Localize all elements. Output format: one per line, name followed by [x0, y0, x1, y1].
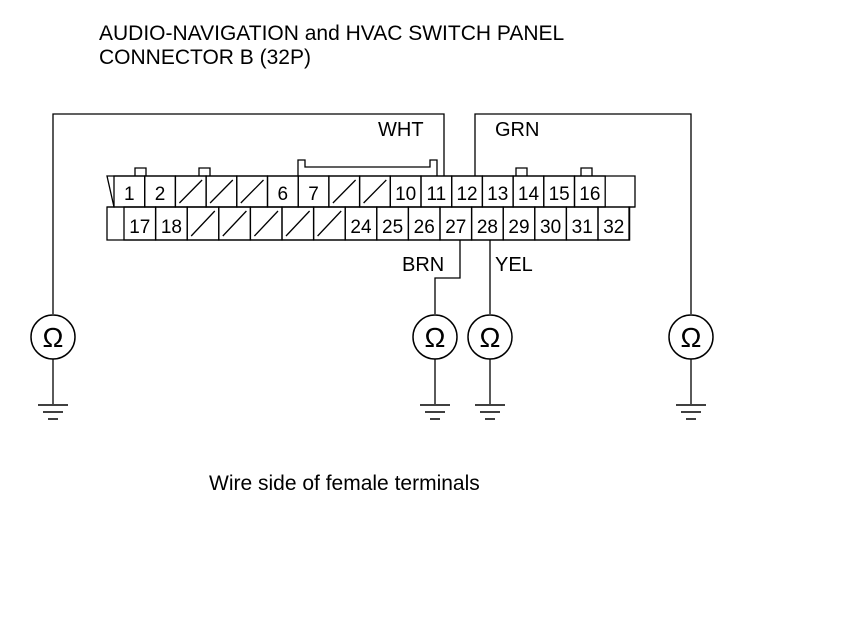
brn-wire — [434, 240, 461, 314]
wire-label-wht: WHT — [378, 119, 424, 141]
title-line-2: CONNECTOR B (32P) — [99, 46, 311, 69]
terminal-number: 6 — [278, 184, 289, 205]
connector-tab — [134, 167, 147, 176]
ground-icon — [420, 404, 450, 420]
connector-cell — [597, 206, 631, 241]
unused-terminal-mark — [363, 179, 387, 204]
ohm-symbol-icon: Ω — [425, 322, 446, 353]
ground-icon — [475, 404, 505, 420]
connector-tab — [198, 167, 211, 176]
terminal-number: 2 — [155, 184, 166, 205]
ohm-symbol-icon: Ω — [43, 322, 64, 353]
terminal-number: 25 — [382, 217, 403, 238]
connector-latch — [297, 159, 438, 176]
terminal-number: 14 — [518, 184, 540, 205]
connector-tab — [515, 167, 528, 176]
terminal-number: 15 — [549, 184, 570, 205]
terminal-number: 27 — [445, 217, 466, 238]
terminal-number: 24 — [350, 217, 372, 238]
unused-terminal-mark — [317, 210, 342, 237]
ohm-symbol-icon: Ω — [480, 322, 501, 353]
diagram-title: AUDIO-NAVIGATION and HVAC SWITCH PANEL C… — [99, 22, 564, 70]
ohmmeter: Ω — [668, 314, 714, 420]
terminal-number: 29 — [508, 217, 529, 238]
unused-terminal-mark — [332, 179, 357, 204]
terminal-number: 32 — [603, 217, 624, 238]
terminal-number: 26 — [414, 217, 435, 238]
terminal-number: 12 — [456, 184, 477, 205]
ground-icon — [676, 404, 706, 420]
ohmmeter: Ω — [30, 314, 76, 420]
unused-terminal-mark — [209, 179, 234, 204]
terminal-number: 11 — [426, 184, 446, 205]
terminal-number: 28 — [477, 217, 498, 238]
ohm-symbol-icon: Ω — [681, 322, 702, 353]
unused-terminal-mark — [240, 179, 264, 204]
ohmmeter: Ω — [412, 314, 458, 420]
ground-icon — [38, 404, 68, 420]
terminal-number: 31 — [572, 217, 593, 238]
terminal-number: 18 — [161, 217, 182, 238]
title-line-1: AUDIO-NAVIGATION and HVAC SWITCH PANEL — [99, 22, 565, 45]
terminal-number: 10 — [395, 184, 416, 205]
wht-wire — [52, 113, 445, 314]
wire-label-yel: YEL — [495, 254, 533, 276]
wire-label-brn: BRN — [402, 254, 444, 276]
grn-wire — [474, 113, 692, 314]
wire-label-grn: GRN — [495, 119, 539, 141]
ohmmeter: Ω — [467, 314, 513, 420]
unused-terminal-mark — [222, 210, 247, 237]
connector-tab — [580, 167, 593, 176]
terminal-number: 13 — [487, 184, 508, 205]
terminal-number: 17 — [129, 217, 150, 238]
unused-terminal-mark — [178, 179, 203, 204]
terminal-number: 7 — [308, 184, 319, 205]
terminal-number: 30 — [540, 217, 561, 238]
unused-terminal-mark — [190, 210, 216, 237]
terminal-number: 1 — [124, 184, 135, 205]
terminal-number: 16 — [579, 184, 600, 205]
unused-terminal-mark — [285, 210, 311, 237]
unused-terminal-mark — [253, 210, 279, 237]
diagram-caption: Wire side of female terminals — [209, 472, 480, 495]
